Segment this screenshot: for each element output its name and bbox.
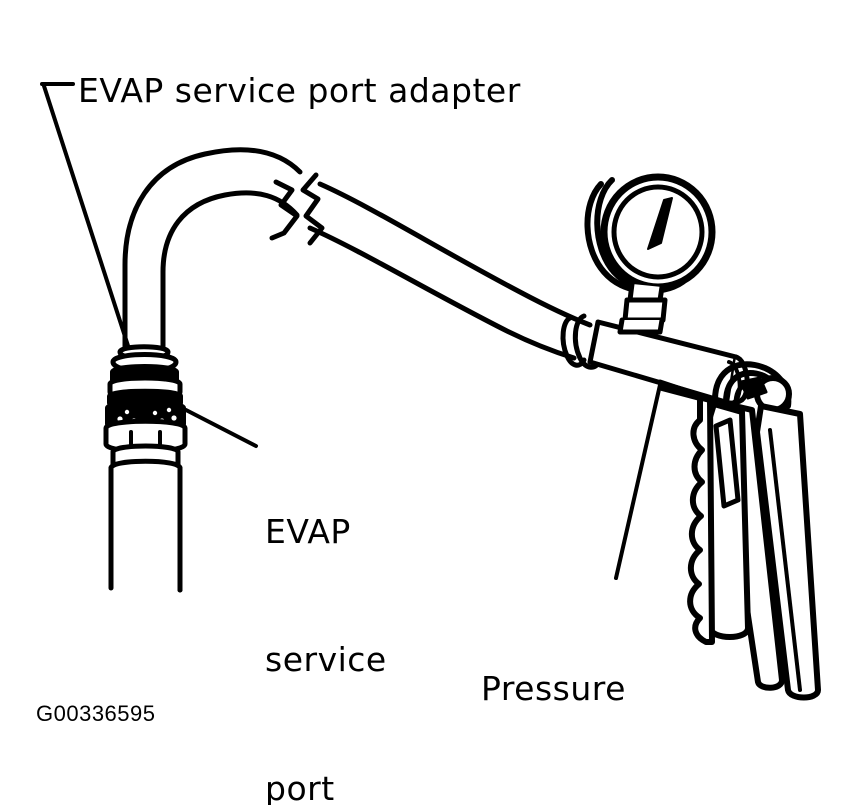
label-pressure-pump-line-1: Pressure <box>481 668 626 708</box>
leader-line-pressure-pump <box>614 383 662 580</box>
label-evap-service-port-line-3: port <box>265 769 335 805</box>
figure-id-text: G00336595 <box>36 701 156 726</box>
label-pressure-pump: Pressure pump <box>481 582 626 805</box>
label-evap-service-port-line-2: service <box>265 640 387 680</box>
evap-service-port-adapter-fitting <box>103 344 188 454</box>
squeeze-grip-handles <box>657 361 821 701</box>
hose-break-marks <box>269 172 325 246</box>
leader-line-service-port <box>184 408 258 448</box>
leader-line-adapter <box>40 82 133 357</box>
flexible-hose <box>122 147 593 361</box>
label-evap-service-port-line-1: EVAP <box>265 511 351 551</box>
label-evap-service-port-adapter: EVAP service port adapter <box>78 71 521 110</box>
pressure-gauge <box>584 173 716 335</box>
evap-service-port-pipe <box>108 443 183 593</box>
label-evap-service-port: EVAP service port <box>265 425 387 805</box>
label-pressure-pump-line-2: pump <box>481 796 626 805</box>
